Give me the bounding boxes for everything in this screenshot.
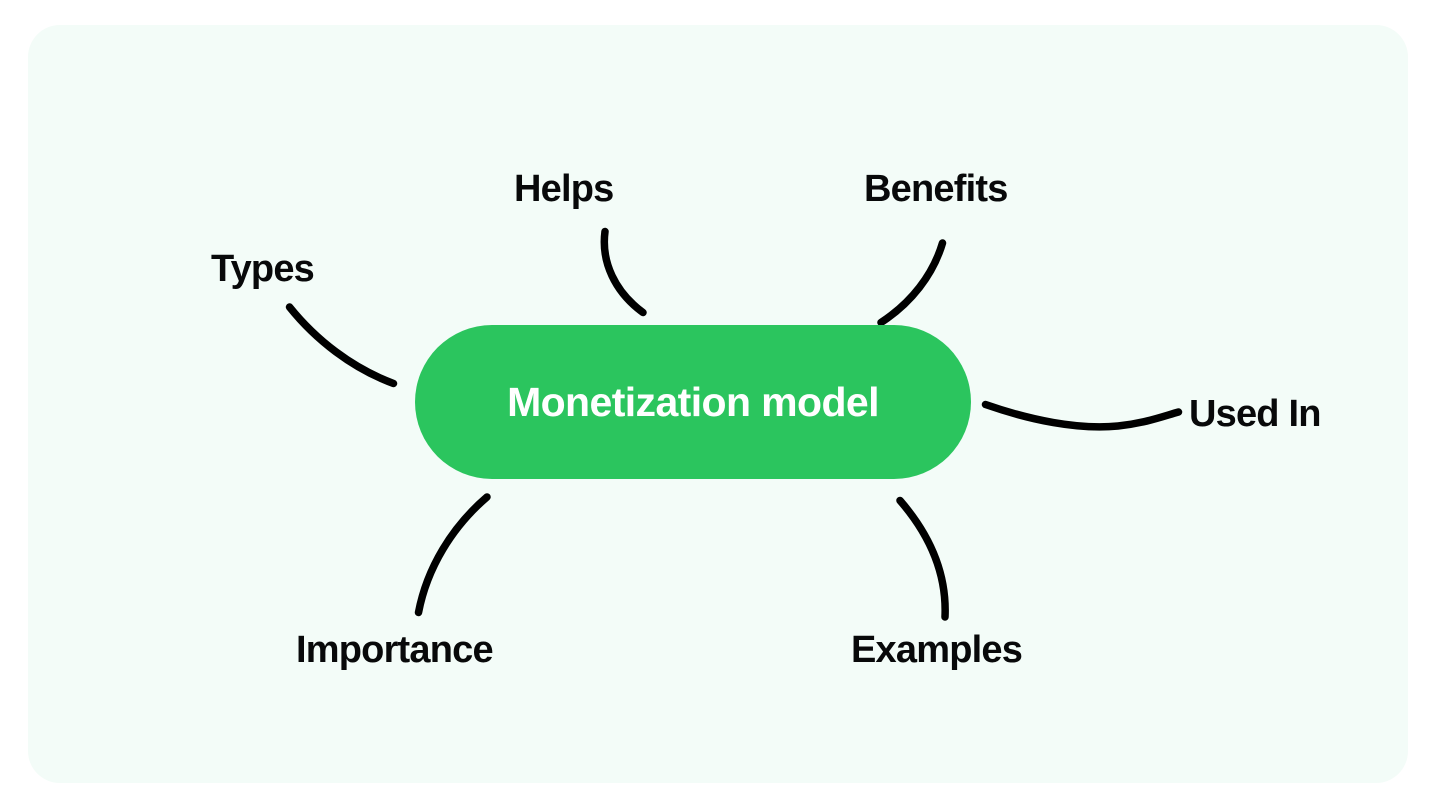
branch-label-importance[interactable]: Importance (296, 629, 494, 671)
central-node-label: Monetization model (507, 378, 879, 425)
branch-label-used-in[interactable]: Used In (1189, 393, 1321, 435)
branch-label-types[interactable]: Types (211, 248, 315, 290)
branch-label-benefits[interactable]: Benefits (864, 168, 1008, 210)
branch-label-examples[interactable]: Examples (851, 629, 1023, 671)
central-node[interactable]: Monetization model (415, 325, 971, 479)
branch-label-helps[interactable]: Helps (514, 168, 614, 210)
